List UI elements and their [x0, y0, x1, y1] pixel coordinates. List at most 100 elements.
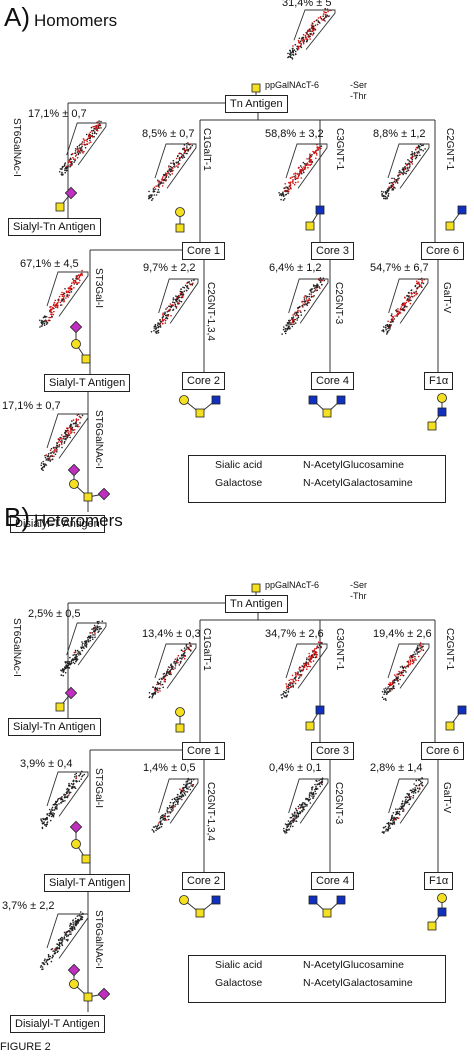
legend-galnac-label: N-AcetylGalactosamine: [303, 977, 413, 989]
legend-glcnac-label: N-AcetylGlucosamine: [303, 959, 404, 971]
node-core-4: Core 4: [311, 872, 355, 890]
node-sialyl-t: Sialyl-T Antigen: [44, 874, 131, 892]
galactose-symbol: [69, 979, 79, 989]
node-disialyl-t: Disialyl-T Antigen: [10, 515, 105, 533]
panel-title: A)Homomers: [4, 2, 117, 33]
galnac-symbol: [195, 908, 205, 918]
glcnac-symbol: [211, 895, 221, 905]
glcnac-symbol: [437, 407, 447, 417]
enzyme-st6galnac-1-b: ST6GalNAc-I: [93, 410, 104, 469]
enzyme-st6galnac-1: ST6GalNAc-I: [11, 618, 22, 677]
galnac-symbol: [251, 583, 261, 593]
galnac-symbol: [195, 408, 205, 418]
galnac-symbol: [83, 992, 93, 1002]
node-sialyl-tn: Sialyl-Tn Antigen: [8, 718, 101, 736]
legend-galactose-label: Galactose: [215, 977, 263, 989]
galnac-symbol: [175, 723, 185, 733]
enzyme-c2gnt-134: C2GNT-1,3,4: [205, 782, 216, 841]
pct-c3gnt: 34,7% ± 2,6: [265, 628, 324, 640]
flow-plot-sialyl-tn: [58, 120, 107, 176]
sialic-acid-symbol: [64, 186, 78, 200]
legend-galactose-label: Galactose: [215, 477, 263, 489]
thr-label: -Thr: [350, 591, 367, 601]
thr-label: -Thr: [350, 91, 367, 101]
pct-c3gnt: 58,8% ± 3,2: [265, 128, 324, 140]
galnac-symbol: [55, 702, 65, 712]
flow-plot-c3gnt: [280, 641, 328, 699]
pct-disialyl: 3,7% ± 2,2: [2, 900, 55, 912]
pct-sialyl-tn: 2,5% ± 0,5: [28, 608, 81, 620]
pct-c2gnt-134: 9,7% ± 2,2: [143, 262, 196, 274]
pct-sialyl-tn: 17,1% ± 0,7: [28, 108, 87, 120]
node-core-2: Core 2: [182, 372, 226, 390]
pct-c1galt: 8,5% ± 0,7: [142, 128, 195, 140]
pct-c2gnt-3: 0,4% ± 0,1: [269, 762, 322, 774]
galnac-symbol: [322, 408, 332, 418]
node-sialyl-t: Sialyl-T Antigen: [44, 374, 131, 392]
legend-sialic-label: Sialic acid: [215, 959, 263, 971]
init-enzyme-label: ppGalNAcT-6: [265, 580, 320, 590]
flow-plot-galt-v: [381, 277, 429, 335]
flow-plot-disialyl: [39, 911, 89, 971]
glcnac-symbol: [308, 395, 318, 405]
enzyme-galt-v: GalT-V: [441, 282, 452, 314]
flow-plot-c2gnt: [380, 143, 430, 200]
node-f1-alpha: F1α: [424, 872, 454, 890]
ser-label: -Ser: [350, 80, 368, 90]
enzyme-st6galnac-1-b: ST6GalNAc-I: [93, 910, 104, 969]
galactose-symbol: [175, 207, 185, 217]
node-core-4: Core 4: [311, 372, 355, 390]
enzyme-c1galt-1: C1GalT-1: [201, 628, 212, 671]
panel-name: Heteromers: [34, 511, 123, 530]
flow-plot-top: [287, 7, 336, 60]
enzyme-c3gnt-1: C3GNT-1: [334, 628, 345, 671]
galnac-symbol: [305, 721, 315, 731]
galnac-symbol: [83, 492, 93, 502]
flow-plot-c2gnt-134: [151, 777, 199, 833]
sialic-acid-symbol: [67, 463, 81, 477]
sialic-acid-symbol: [67, 963, 81, 977]
node-f1-alpha: F1α: [424, 372, 454, 390]
enzyme-c2gnt-3: C2GNT-3: [333, 782, 344, 825]
pct-c2gnt: 8,8% ± 1,2: [373, 128, 426, 140]
galnac-symbol: [81, 354, 91, 364]
galnac-symbol: [251, 83, 261, 93]
panel-letter: B): [4, 502, 30, 532]
pct-galt-v: 54,7% ± 6,7: [370, 262, 429, 274]
galactose-symbol: [175, 707, 185, 717]
node-core-1: Core 1: [182, 742, 226, 760]
sialic-acid-symbol: [64, 686, 78, 700]
pct-c2gnt-3: 6,4% ± 1,2: [269, 262, 322, 274]
pct-st3gal: 67,1% ± 4,5: [20, 258, 79, 270]
galnac-symbol: [427, 421, 437, 431]
enzyme-st6galnac-1: ST6GalNAc-I: [11, 118, 22, 177]
flow-plot-galt-v: [381, 777, 429, 834]
flow-plot-c2gnt: [381, 642, 430, 701]
galnac-symbol: [427, 921, 437, 931]
enzyme-st3gal-1: ST3Gal-I: [93, 268, 104, 309]
pct-galt-v: 2,8% ± 1,4: [370, 762, 423, 774]
sialic-acid-symbol: [97, 987, 111, 1001]
galactose-symbol: [71, 339, 81, 349]
top-percent: 31,4% ± 5: [282, 0, 332, 9]
legend-galnac-label: N-AcetylGalactosamine: [303, 477, 413, 489]
node-core-6: Core 6: [421, 242, 465, 260]
node-core-3: Core 3: [311, 742, 355, 760]
glcnac-symbol: [336, 895, 346, 905]
enzyme-galt-v: GalT-V: [441, 782, 452, 814]
enzyme-c3gnt-1: C3GNT-1: [334, 128, 345, 171]
node-core-1: Core 1: [182, 242, 226, 260]
galnac-symbol: [445, 721, 455, 731]
panel-name: Homomers: [34, 11, 118, 30]
galactose-symbol: [437, 393, 447, 403]
flow-plot-sialyl-tn: [60, 620, 107, 677]
sialic-acid-symbol: [69, 320, 83, 334]
glcnac-symbol: [315, 205, 325, 215]
panel-title: B)Heteromers: [4, 502, 123, 533]
flow-plot-c3gnt: [278, 143, 328, 201]
node-core-6: Core 6: [421, 742, 465, 760]
enzyme-c2gnt-134: C2GNT-1,3,4: [205, 282, 216, 341]
